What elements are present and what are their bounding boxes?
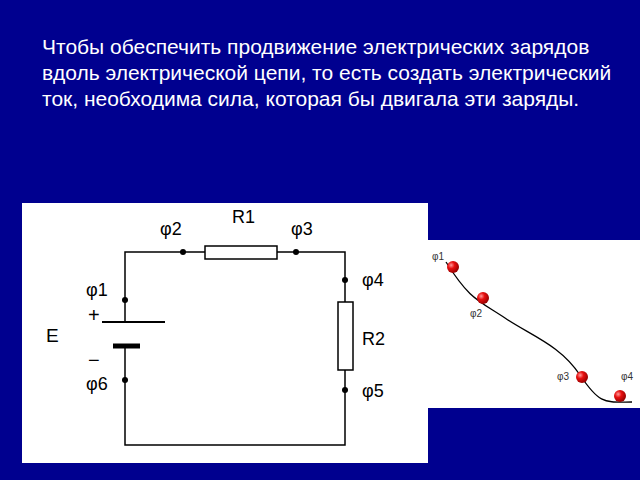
resistor-symbol xyxy=(205,246,277,259)
circuit-panel xyxy=(22,203,428,463)
circuit-wires xyxy=(125,252,345,445)
circuit-label: φ3 xyxy=(291,220,313,238)
potential-curve xyxy=(446,262,632,402)
potential-label: φ4 xyxy=(621,372,633,382)
heading: Чтобы обеспечить продвижение электрическ… xyxy=(42,34,612,112)
potential-panel xyxy=(428,240,640,408)
circuit-label: E xyxy=(46,326,59,345)
circuit-label: φ5 xyxy=(362,382,384,400)
potential-label: φ2 xyxy=(470,309,482,319)
node-dots xyxy=(122,249,348,393)
circuit-label: φ4 xyxy=(362,271,384,289)
circuit-label: R2 xyxy=(362,330,385,348)
charge-balls xyxy=(447,261,626,402)
circuit-label: − xyxy=(88,350,100,370)
resistor-symbol xyxy=(338,302,353,370)
battery-plate xyxy=(102,321,165,323)
circuit-label: φ6 xyxy=(86,375,108,393)
circuit-label: R1 xyxy=(232,208,255,226)
potential-label: φ1 xyxy=(432,252,444,262)
battery-plate xyxy=(113,344,140,349)
circuit-label: + xyxy=(88,305,100,325)
circuit-label: φ1 xyxy=(86,281,108,299)
potential-label: φ3 xyxy=(557,372,569,382)
circuit-label: φ2 xyxy=(160,220,182,238)
